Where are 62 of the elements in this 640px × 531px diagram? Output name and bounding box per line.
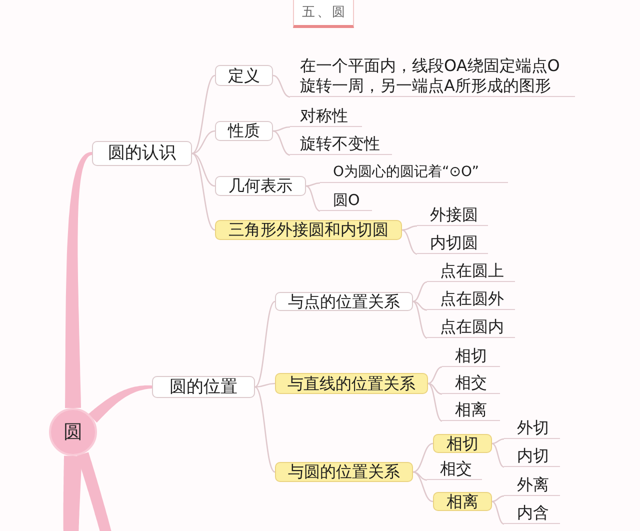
branch-line (492, 442, 504, 468)
leaf-label: 内含 (504, 503, 560, 524)
leaf-label: 点在圆外 (427, 289, 515, 310)
leaf-label: 在一个平面内，线段OA绕固定端点O旋转一周，另一端点A所形成的图形 (290, 56, 575, 97)
branch-line (412, 300, 428, 311)
branch-line (402, 225, 418, 231)
branch-line (412, 300, 428, 339)
branch-line (428, 382, 442, 395)
leaf-label: 旋转不变性 (290, 134, 392, 155)
highlight-box: 相切 (433, 434, 492, 453)
leaf-label: 点在圆上 (427, 261, 515, 282)
branch-line (306, 182, 320, 187)
branch-line (428, 382, 442, 422)
leaf-label: 对称性 (290, 106, 362, 127)
branch-line (254, 382, 276, 388)
topic-box: 定义 (215, 65, 273, 86)
thick-branch (63, 456, 82, 531)
branch-line (428, 366, 442, 384)
leaf-label: 相交 (442, 373, 500, 394)
highlight-box: 三角形外接圆和内切圆 (215, 220, 402, 240)
branch-line (412, 471, 428, 481)
branch-line (192, 74, 216, 154)
branch-line (412, 442, 434, 473)
leaf-label: O为圆心的圆记着“⊙O” (320, 162, 508, 183)
topic-box: 几何表示 (215, 176, 306, 196)
branch-line (192, 152, 216, 187)
topic-box: 与点的位置关系 (275, 292, 413, 311)
branch-line (412, 281, 428, 302)
branch-line (412, 471, 434, 502)
topic-box: 圆的位置 (152, 376, 255, 398)
leaf-label: 点在圆内 (427, 317, 515, 338)
thick-branch (88, 385, 152, 423)
leaf-label: 外切 (504, 418, 560, 439)
topic-box: 性质 (215, 121, 273, 141)
branch-line (492, 438, 504, 444)
branch-line (492, 495, 504, 502)
branch-line (306, 185, 320, 212)
highlight-box: 相离 (433, 492, 492, 511)
leaf-label: 相离 (442, 400, 500, 421)
leaf-label: 内切圆 (417, 233, 488, 254)
thick-branch (65, 152, 92, 408)
leaf-label: 圆O (320, 190, 372, 211)
root-circle: 圆 (49, 408, 97, 456)
branch-line (272, 126, 290, 132)
branch-line (254, 300, 276, 388)
thick-branch (77, 452, 114, 531)
branch-line (402, 229, 418, 255)
leaf-label: 外离 (504, 475, 560, 496)
leaf-label: 相切 (442, 346, 500, 367)
branch-line (192, 130, 216, 154)
branch-line (272, 74, 290, 98)
branch-line (254, 386, 276, 473)
highlight-box: 与直线的位置关系 (275, 373, 428, 394)
branch-line (492, 500, 504, 525)
leaf-label: 外接圆 (417, 205, 488, 226)
branch-line (192, 152, 216, 231)
highlight-box: 与圆的位置关系 (275, 462, 413, 482)
leaf-label: 相交 (427, 459, 482, 480)
branch-line (272, 130, 290, 156)
leaf-label: 内切 (504, 446, 560, 467)
title: 五、圆 (293, 0, 354, 28)
topic-box: 圆的认识 (92, 141, 192, 166)
